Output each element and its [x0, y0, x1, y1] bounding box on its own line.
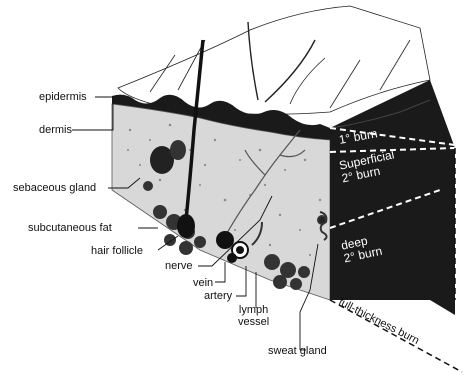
- label-sweat-gland: sweat gland: [268, 345, 327, 357]
- label-subcutaneous-fat: subcutaneous fat: [28, 222, 112, 234]
- label-vein: vein: [193, 277, 213, 289]
- label-nerve: nerve: [165, 260, 193, 272]
- label-lymph-line1: lymph: [238, 304, 269, 316]
- label-dermis: dermis: [39, 124, 72, 136]
- label-sebaceous-gland: sebaceous gland: [13, 182, 96, 194]
- label-lymph-line2: vessel: [238, 316, 269, 328]
- burn-section: [330, 80, 455, 315]
- label-lymph-vessel: lymph vessel: [238, 304, 269, 328]
- label-epidermis: epidermis: [39, 91, 87, 103]
- label-hair-follicle: hair follicle: [91, 245, 143, 257]
- label-artery: artery: [204, 290, 232, 302]
